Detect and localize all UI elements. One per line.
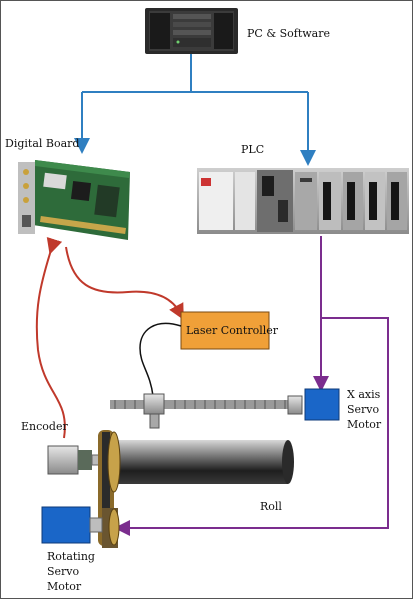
digital-board-label: Digital Board	[5, 137, 79, 150]
laser-cable	[139, 322, 182, 397]
rotating-label-line1: Rotating	[47, 550, 95, 563]
roll-assembly	[98, 430, 294, 548]
pc-server-icon	[145, 8, 238, 54]
rotating-label-line2: Servo	[47, 565, 80, 578]
plc-label: PLC	[241, 143, 264, 156]
x-axis-label-line2: Servo	[347, 403, 380, 416]
rotating-label-line3: Motor	[47, 580, 82, 593]
encoder-icon	[47, 445, 101, 475]
laser-controller-label: Laser Controller	[186, 324, 279, 337]
board-link-lines	[35, 236, 184, 439]
x-axis-servo-motor	[304, 388, 340, 421]
digital-board-icon	[18, 160, 130, 240]
laser-head	[143, 393, 165, 429]
x-axis-label-line3: Motor	[347, 418, 382, 431]
roll-label: Roll	[260, 500, 282, 513]
x-axis-screw	[110, 400, 300, 409]
plc-rack-icon	[197, 168, 409, 234]
pc-link-lines	[74, 54, 316, 166]
x-axis-coupling	[287, 395, 303, 415]
rotating-servo-motor	[41, 506, 91, 544]
pc-label: PC & Software	[247, 27, 330, 40]
encoder-label: Encoder	[21, 420, 68, 433]
plc-link-lines	[114, 236, 389, 536]
laser-controller-box	[180, 311, 270, 350]
rotating-motor-shaft	[89, 517, 103, 533]
x-axis-label-line1: X axis	[347, 388, 381, 401]
